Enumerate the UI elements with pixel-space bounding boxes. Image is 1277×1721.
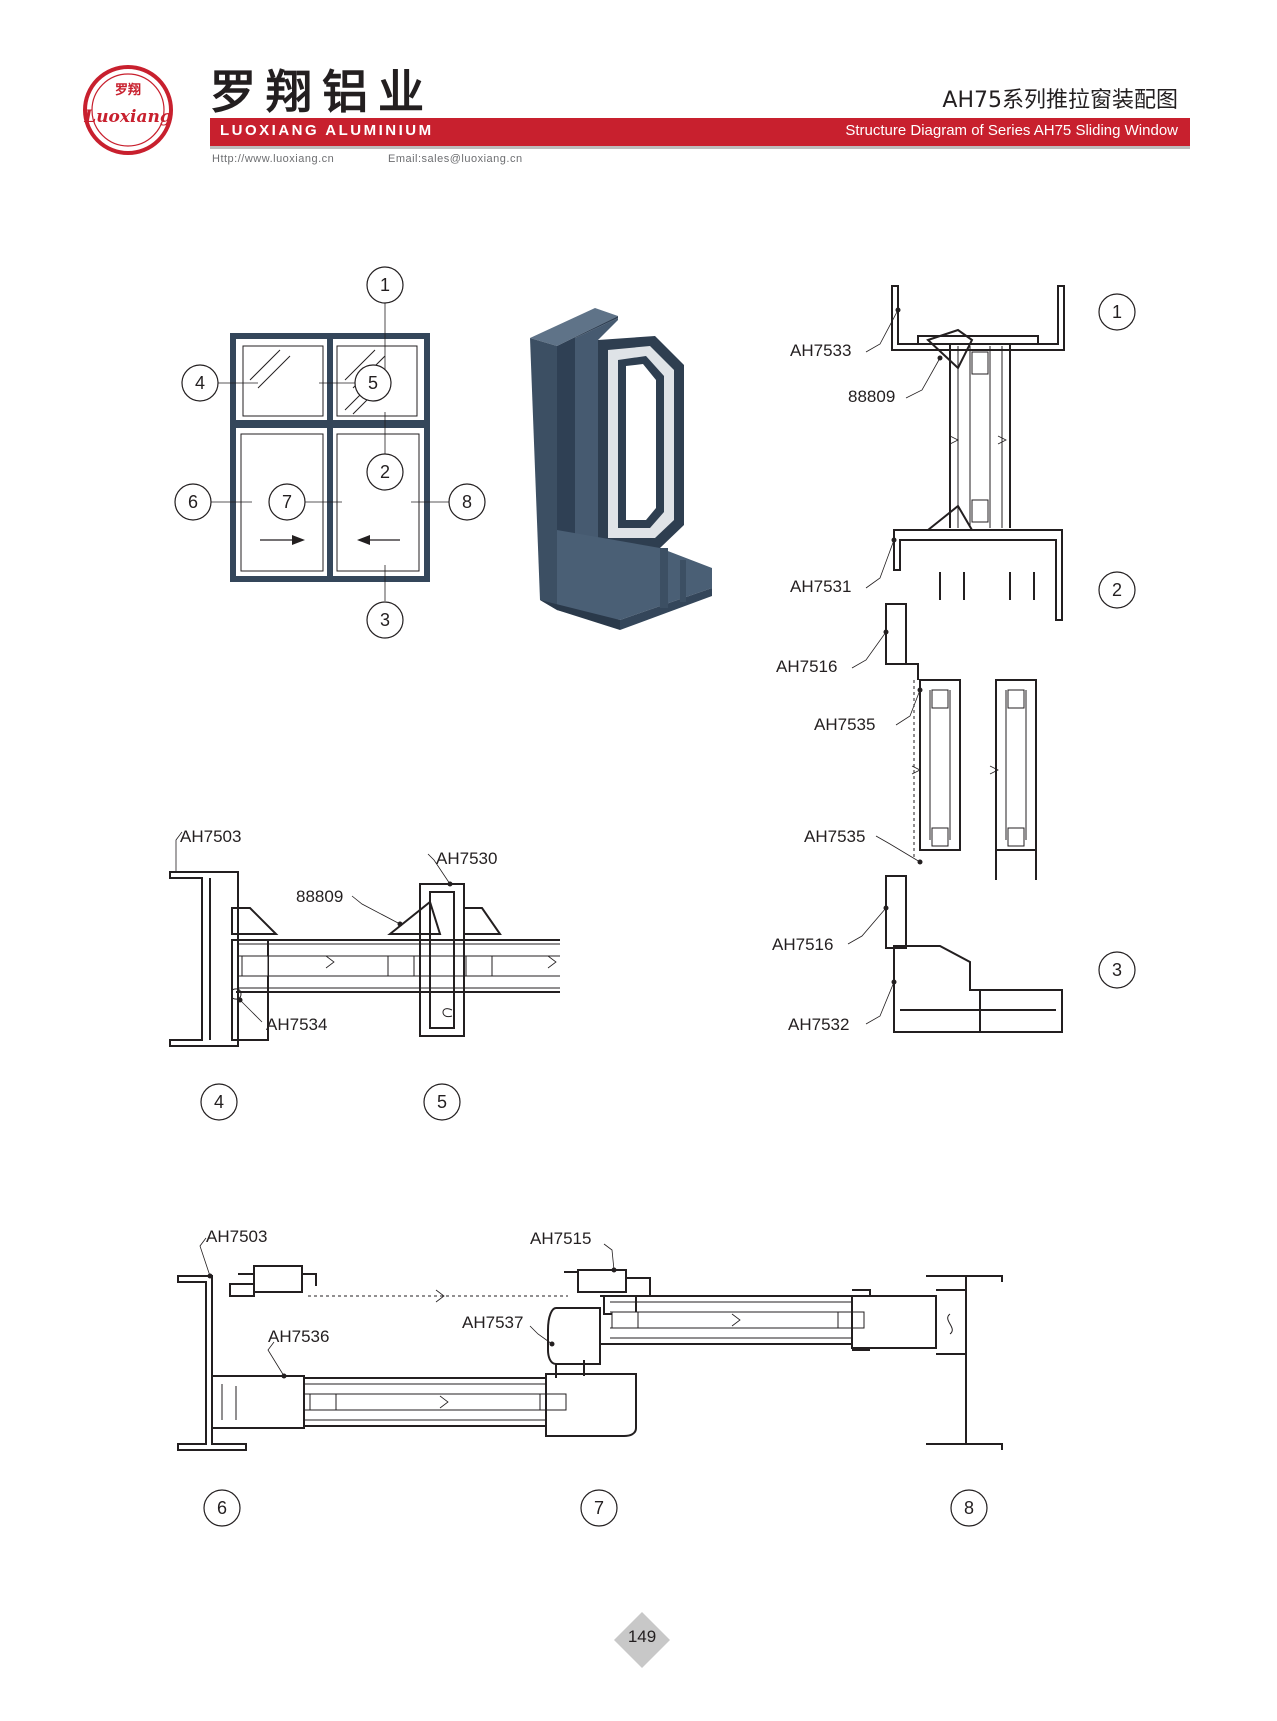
label-AH7535-upper: AH7535 [814,715,875,734]
elevation-callout-7: 7 [268,483,306,521]
label-88809-vertical: 88809 [848,387,895,406]
brand-name-cn: 罗翔铝业 [210,65,434,119]
page-title-cn: AH75系列推拉窗装配图 [942,88,1178,113]
svg-text:8: 8 [462,492,472,512]
brand-name-en: LUOXIANG ALUMINIUM [220,122,434,139]
svg-text:4: 4 [214,1092,224,1112]
vertical-section: AH7533 88809 AH7531 AH7516 AH7535 AH7535… [772,285,1136,1034]
elevation-callout-2: 2 [366,453,404,491]
slide-arrow-right [260,535,305,545]
slide-arrow-left [357,535,400,545]
page-title-en: Structure Diagram of Series AH75 Sliding… [845,122,1178,139]
svg-text:7: 7 [282,492,292,512]
label-AH7530: AH7530 [436,849,497,868]
page-number-badge [614,1612,670,1668]
label-AH7515: AH7515 [530,1229,591,1248]
header-red-bar [210,118,1190,146]
label-88809-section45: 88809 [296,887,343,906]
elevation-callout-8: 8 [448,483,486,521]
contact-website: Http://www.luoxiang.cn [212,153,335,165]
svg-text:5: 5 [437,1092,447,1112]
vertical-callout-2: 2 [1098,571,1136,609]
label-AH7535-lower: AH7535 [804,827,865,846]
logo-cn-text: 罗翔 [115,82,141,98]
label-AH7503-section45: AH7503 [180,827,241,846]
vertical-callout-3: 3 [1098,951,1136,989]
window-elevation: 1 4 5 2 6 7 8 3 [174,266,486,639]
profile-3d-render [530,308,712,630]
svg-text:3: 3 [1112,960,1122,980]
vertical-callout-1: 1 [1098,293,1136,331]
section-callout-4: 4 [200,1083,238,1121]
elevation-callout-4: 4 [181,364,219,402]
svg-text:6: 6 [217,1498,227,1518]
svg-text:7: 7 [594,1498,604,1518]
svg-text:3: 3 [380,610,390,630]
elevation-callout-6: 6 [174,483,212,521]
label-AH7531: AH7531 [790,577,851,596]
svg-text:2: 2 [1112,580,1122,600]
svg-text:8: 8 [964,1498,974,1518]
section-callout-5: 5 [423,1083,461,1121]
elevation-callout-1: 1 [366,266,404,304]
section-callout-8: 8 [950,1489,988,1527]
header-grey-line [210,146,1190,149]
luoxiang-logo: 罗翔 Luoxiang [83,65,173,155]
label-AH7516-upper: AH7516 [776,657,837,676]
section-6-7-8: AH7503 AH7515 AH7536 AH7537 6 7 8 [177,1227,1003,1527]
section-callout-7: 7 [580,1489,618,1527]
contact-email: Email:sales@luoxiang.cn [388,153,523,165]
svg-text:4: 4 [195,373,205,393]
svg-text:1: 1 [380,275,390,295]
label-AH7536: AH7536 [268,1327,329,1346]
label-AH7534: AH7534 [266,1015,327,1034]
svg-text:5: 5 [368,373,378,393]
section-callout-6: 6 [203,1489,241,1527]
svg-text:1: 1 [1112,302,1122,322]
logo-script-text: Luoxiang [83,107,172,127]
section-4-5: AH7503 AH7530 88809 AH7534 4 5 [169,827,560,1121]
label-AH7537: AH7537 [462,1313,523,1332]
elevation-callout-5: 5 [354,364,392,402]
label-AH7532: AH7532 [788,1015,849,1034]
svg-text:2: 2 [380,462,390,482]
page-number: 149 [627,1627,657,1646]
label-AH7516-lower: AH7516 [772,935,833,954]
label-AH7503-section678: AH7503 [206,1227,267,1246]
elevation-callout-3: 3 [366,601,404,639]
svg-text:6: 6 [188,492,198,512]
label-AH7533: AH7533 [790,341,851,360]
